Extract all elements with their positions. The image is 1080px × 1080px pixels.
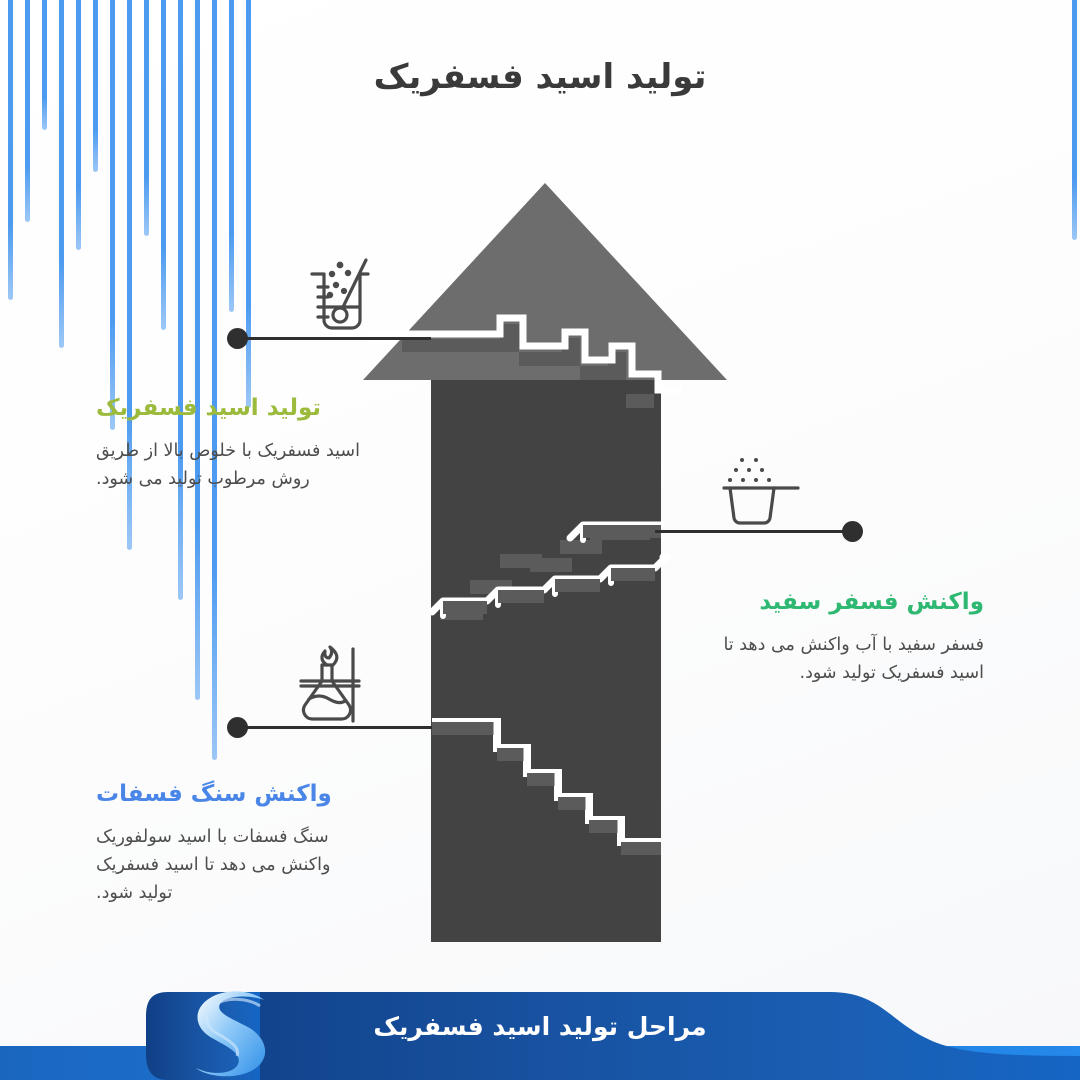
step-2-heading: واکنش فسفر سفید	[759, 589, 984, 615]
connector-line-step-1	[246, 337, 431, 340]
ribbon-caption: مراحل تولید اسید فسفریک	[373, 1012, 707, 1041]
staircase-lower	[432, 718, 661, 855]
s-swoosh-logo	[196, 991, 266, 1077]
staircase-upper	[368, 314, 682, 408]
powder-tray-icon	[722, 458, 800, 525]
flask-burner-icon	[299, 645, 361, 723]
step-1-body: اسید فسفریک با خلوص بالا از طریق روش مرط…	[96, 440, 360, 490]
step-2-text-block: واکنش فسفر سفید فسفر سفید با آب واکنش می…	[712, 588, 984, 687]
connector-line-step-3	[246, 726, 432, 729]
connector-line-step-2	[655, 530, 843, 533]
connector-dot-step-3	[227, 717, 248, 738]
icon-step-2	[708, 438, 812, 538]
step-1-heading: تولید اسید فسفریک	[96, 395, 322, 421]
beaker-with-stirring-rod-icon	[310, 258, 370, 330]
step-3-heading: واکنش سنگ فسفات	[96, 781, 332, 807]
step-3-body: سنگ فسفات با اسید سولفوریک واکنش می دهد …	[96, 826, 331, 904]
step-3-text-block: واکنش سنگ فسفات سنگ فسفات با اسید سولفور…	[96, 780, 368, 908]
icon-step-1	[288, 243, 392, 343]
page-title: تولید اسید فسفریک	[373, 57, 707, 97]
connector-dot-step-1	[227, 328, 248, 349]
step-1-text-block: تولید اسید فسفریک اسید فسفریک با خلوص با…	[96, 394, 368, 493]
ribbon-shape	[0, 992, 1080, 1080]
connector-dot-step-2	[842, 521, 863, 542]
bottom-ribbon: مراحل تولید اسید فسفریک	[0, 982, 1080, 1080]
staircase-middle	[428, 521, 670, 620]
step-2-body: فسفر سفید با آب واکنش می دهد تا اسید فسف…	[723, 634, 984, 684]
arrow-shaft	[431, 380, 661, 942]
icon-step-3	[283, 633, 387, 733]
